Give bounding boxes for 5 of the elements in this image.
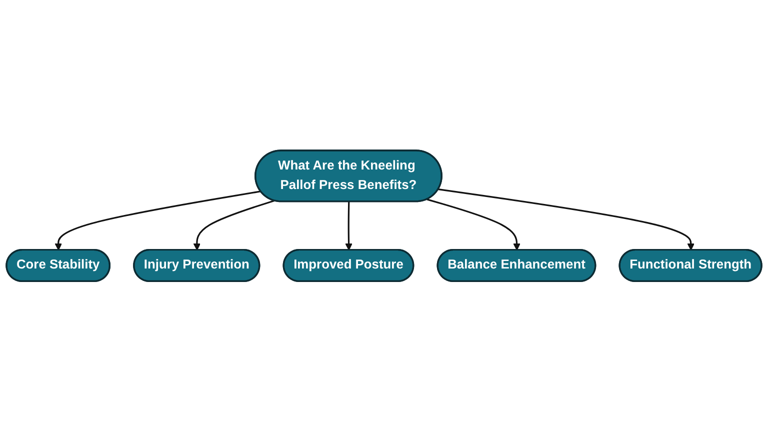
arrow (193, 200, 274, 251)
arrow (54, 190, 261, 251)
arrow (438, 188, 694, 251)
arrow (345, 202, 352, 251)
arrow (426, 198, 520, 251)
